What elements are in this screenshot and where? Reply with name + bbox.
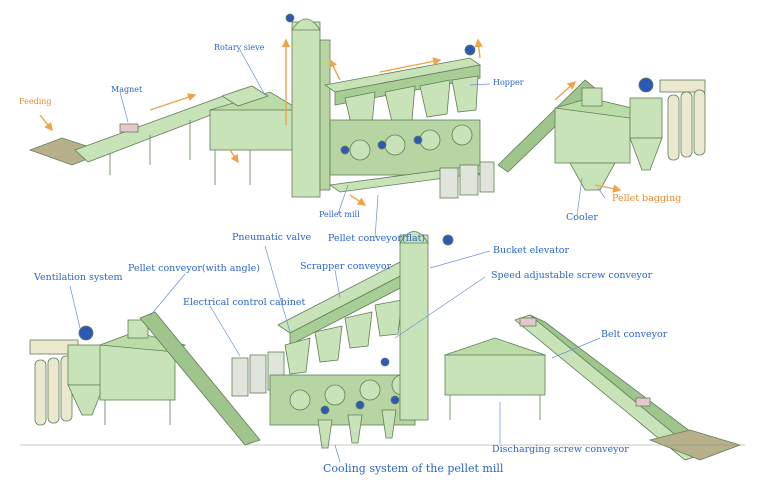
bottom-layout — [29, 231, 742, 461]
ventilation-system-label: Ventilation system — [34, 272, 123, 283]
pellet-conveyor-angle-label: Pellet conveyor(with angle) — [128, 263, 260, 274]
bottom-bucket-elevator — [399, 231, 454, 421]
pellet-conveyor-flat-label: Pellet conveyor(flat) — [328, 233, 426, 244]
cooling-cyclones — [317, 409, 397, 449]
pellet-mill-label: Pellet mill — [319, 210, 360, 219]
rotary-sieve — [209, 85, 301, 185]
speed-adjustable-screw-conveyor-label: Speed adjustable screw conveyor — [491, 270, 653, 281]
rotary-sieve-label: Rotary sieve — [214, 43, 265, 52]
bottom-pellet-incline — [139, 311, 261, 446]
bottom-rotary-sieve — [443, 337, 547, 420]
cooling-system-label: Cooling system of the pellet mill — [323, 462, 504, 475]
electrical-control-cabinet-label: Electrical control cabinet — [183, 297, 306, 308]
magnet-label: Magnet — [111, 85, 143, 94]
pellet-bagging-label: Pellet bagging — [612, 193, 682, 204]
feeding-label: Feeding — [19, 97, 52, 106]
top-cooler — [554, 87, 641, 191]
hopper-label: Hopper — [493, 78, 524, 87]
top-cyclone — [629, 77, 706, 171]
bottom-cyclone — [67, 325, 105, 416]
top-flow-arrows — [39, 38, 622, 206]
magnet — [119, 123, 139, 133]
discharging-screw-conveyor-label: Discharging screw conveyor — [492, 444, 629, 455]
top-cabinets — [439, 161, 495, 199]
top-pellet-mills — [329, 119, 481, 176]
top-conveyor-motor-icon — [464, 44, 476, 56]
bottom-hoppers — [284, 299, 403, 375]
top-bucket-elevator — [291, 18, 331, 198]
cooler-label: Cooler — [566, 212, 598, 223]
bucket-elevator-label: Bucket elevator — [493, 245, 570, 256]
pneumatic-valve-label: Pneumatic valve — [232, 232, 312, 243]
top-bag-tanks — [667, 89, 706, 161]
leader-lines — [69, 49, 606, 463]
top-elevator-motor-icon — [285, 13, 295, 23]
belt-conveyor-label: Belt conveyor — [601, 329, 668, 340]
scrapper-conveyor-label: Scrapper conveyor — [300, 261, 392, 272]
bottom-magnet — [519, 317, 537, 327]
top-layout — [28, 13, 706, 199]
